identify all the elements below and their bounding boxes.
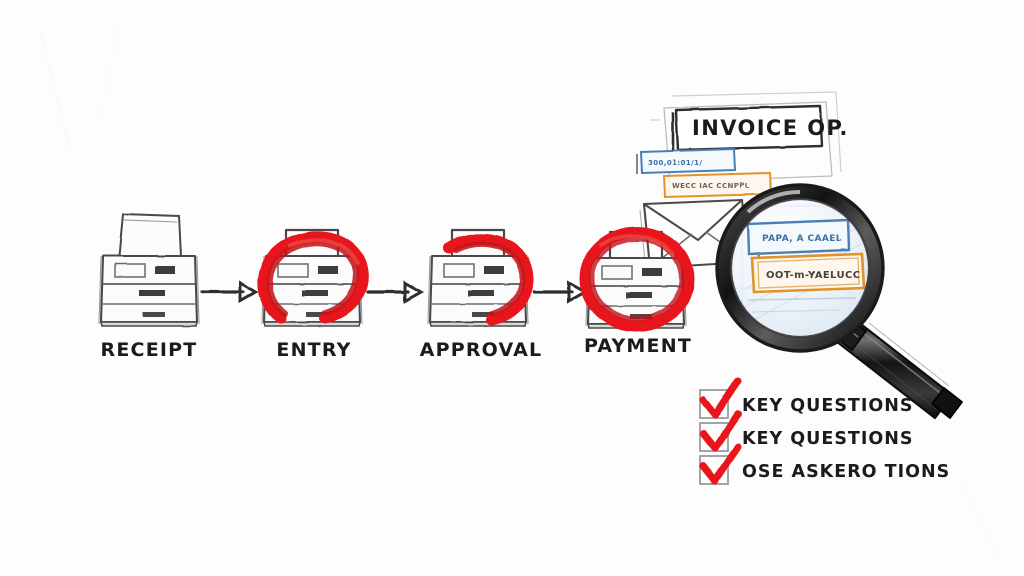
checkmark-icon-2 <box>699 410 742 452</box>
red-circle-annotation-entry <box>257 231 369 324</box>
process-step-payment[interactable] <box>579 226 695 332</box>
magnified-field-orange-text: OOT-m-YAELUCC <box>766 270 860 281</box>
step-label-payment: PAYMENT <box>584 335 692 357</box>
checklist-item-1[interactable]: KEY QUESTIONS <box>699 377 914 419</box>
invoice-field-orange-text: WECC IAC CCNPPL <box>672 182 750 190</box>
invoice-field-orange[interactable]: WECC IAC CCNPPL <box>662 171 773 199</box>
process-step-approval[interactable] <box>426 228 534 328</box>
checklist-item-3[interactable]: OSE ASKERO TIONS <box>699 443 950 485</box>
invoice-field-blue[interactable]: 300,01:01/1/ <box>636 147 737 175</box>
checklist-label-2: KEY QUESTIONS <box>742 429 914 449</box>
checkmark-icon-1 <box>699 377 742 419</box>
invoice-header-label: INVOICE OP. <box>692 116 849 140</box>
step-label-approval: APPROVAL <box>420 339 543 361</box>
step-label-entry: ENTRY <box>276 339 351 361</box>
checkmark-icon-3 <box>699 443 742 485</box>
magnified-field-blue-text: PAPA, A CAAEL <box>762 234 842 244</box>
checklist-label-1: KEY QUESTIONS <box>742 396 914 416</box>
magnifying-glass-icon[interactable]: PAPA, A CAAEL OOT-m-YAELUCC <box>715 183 964 420</box>
flow-arrow-entry-to-approval <box>366 280 425 304</box>
step-label-receipt: RECEIPT <box>101 339 198 361</box>
process-step-entry[interactable] <box>257 228 369 328</box>
key-questions-checklist[interactable]: KEY QUESTIONS KEY QUESTIONS OSE ASKERO T… <box>699 377 950 485</box>
magnified-content: PAPA, A CAAEL OOT-m-YAELUCC <box>746 218 866 313</box>
checklist-item-2[interactable]: KEY QUESTIONS <box>699 410 914 452</box>
flow-arrow-receipt-to-entry <box>200 280 260 304</box>
invoice-header-box <box>671 104 824 152</box>
flow-arrow-approval-to-payment <box>532 280 589 304</box>
red-circle-annotation-payment <box>579 226 695 332</box>
invoice-field-blue-text: 300,01:01/1/ <box>648 159 702 167</box>
red-circle-annotation-approval <box>443 233 534 326</box>
paper-texture <box>39 19 1001 561</box>
checklist-label-3: OSE ASKERO TIONS <box>742 462 950 482</box>
